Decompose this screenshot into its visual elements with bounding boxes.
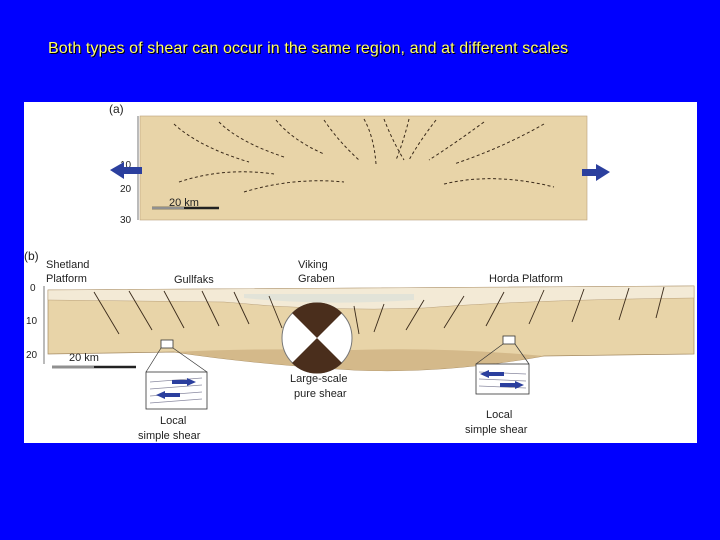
pure-shear-symbol [281, 302, 353, 374]
panel-b: (b) Shetland Platform Gullfaks Viking Gr… [24, 249, 695, 442]
panel-a: (a) 10 20 30 [109, 102, 610, 226]
local-left-label-2: simple shear [138, 430, 201, 442]
local-left-label-1: Local [160, 415, 186, 427]
slide-title: Both types of shear can occur in the sam… [48, 40, 569, 57]
graben-fill [244, 294, 414, 303]
arrow-right-icon [582, 164, 610, 181]
panel-a-label: (a) [109, 102, 124, 116]
label-shetland-1: Shetland [46, 259, 89, 271]
panel-b-depth-axis: 0 10 20 [26, 283, 45, 364]
shear-arrow-right-icon [500, 381, 524, 389]
moho-bulge [174, 349, 544, 371]
shear-arrow-left-icon [480, 370, 504, 378]
pure-shear-label-1: Large-scale [290, 373, 347, 385]
panel-a-tick-20: 20 [120, 184, 132, 195]
local-shear-left [145, 339, 208, 410]
panel-b-tick-10: 10 [26, 316, 38, 327]
shear-arrow-left-icon [156, 391, 180, 399]
label-shetland-2: Platform [46, 273, 87, 285]
figure-panel: (a) 10 20 30 [24, 102, 697, 443]
panel-b-label: (b) [24, 249, 39, 263]
panel-a-scale-bar: 20 km [152, 197, 219, 210]
panel-a-faults [173, 118, 555, 193]
panel-b-scale-label: 20 km [69, 352, 99, 364]
local-shear-right [475, 335, 530, 395]
local-right-label-1: Local [486, 409, 512, 421]
panel-b-tick-20: 20 [26, 350, 38, 361]
panel-b-scale-bar: 20 km [52, 352, 136, 369]
label-horda: Horda Platform [489, 273, 563, 285]
shear-arrow-right-icon [172, 378, 196, 386]
label-viking-2: Graben [298, 273, 335, 285]
shear-diagram: (a) 10 20 30 [24, 102, 695, 442]
label-viking-1: Viking [298, 259, 328, 271]
panel-b-tick-0: 0 [30, 283, 36, 294]
label-gullfaks: Gullfaks [174, 274, 214, 286]
panel-a-tick-10: 10 [120, 160, 132, 171]
panel-a-scale-label: 20 km [169, 197, 199, 209]
panel-a-tick-30: 30 [120, 215, 132, 226]
panel-a-crust-block [139, 115, 588, 221]
arrow-left-icon [110, 162, 142, 179]
local-right-label-2: simple shear [465, 424, 528, 436]
pure-shear-label-2: pure shear [294, 388, 347, 400]
